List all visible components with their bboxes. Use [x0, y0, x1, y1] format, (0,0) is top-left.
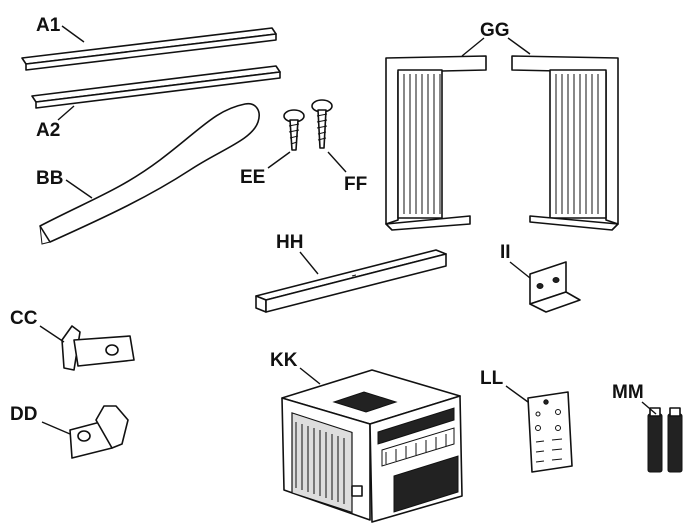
part-a1-rail	[21, 27, 277, 71]
part-gg-left-curtain	[385, 55, 487, 231]
label-ee: EE	[240, 167, 265, 188]
leader-ll	[505, 385, 529, 403]
part-hh-top-channel	[255, 249, 447, 313]
label-a1: A1	[36, 15, 61, 36]
label-hh: HH	[276, 232, 303, 253]
part-cc-bracket	[61, 325, 135, 371]
part-kk-air-conditioner	[281, 369, 463, 523]
label-dd: DD	[10, 404, 37, 425]
leader-ee	[267, 151, 291, 169]
leader-gg-left	[461, 37, 485, 57]
part-ll-remote-control	[527, 391, 573, 473]
leader-ii	[509, 261, 531, 279]
leader-bb	[65, 179, 93, 199]
part-ee-screw	[283, 109, 305, 151]
label-bb: BB	[36, 168, 63, 189]
part-ff-screw	[311, 99, 333, 149]
leader-gg-right	[507, 37, 531, 55]
label-mm: MM	[612, 382, 644, 403]
leader-hh	[299, 251, 319, 275]
leader-dd	[41, 421, 71, 435]
leader-ff	[327, 151, 347, 173]
leader-a2	[57, 105, 75, 121]
label-gg: GG	[480, 20, 510, 41]
part-ii-l-bracket	[529, 261, 581, 313]
label-ff: FF	[344, 174, 367, 195]
label-cc: CC	[10, 308, 38, 329]
leader-a1	[61, 25, 85, 43]
part-mm-batteries	[647, 407, 683, 473]
leader-mm	[641, 401, 657, 415]
leader-cc	[39, 325, 65, 343]
label-a2: A2	[36, 120, 60, 141]
label-ll: LL	[480, 368, 504, 389]
label-ii: II	[500, 242, 511, 263]
part-bb-foam-seal	[39, 102, 260, 245]
leader-kk	[299, 367, 321, 385]
part-a2-rail	[31, 65, 281, 109]
label-kk: KK	[270, 350, 298, 371]
part-dd-bracket	[69, 405, 129, 459]
part-gg-right-curtain	[511, 55, 619, 231]
